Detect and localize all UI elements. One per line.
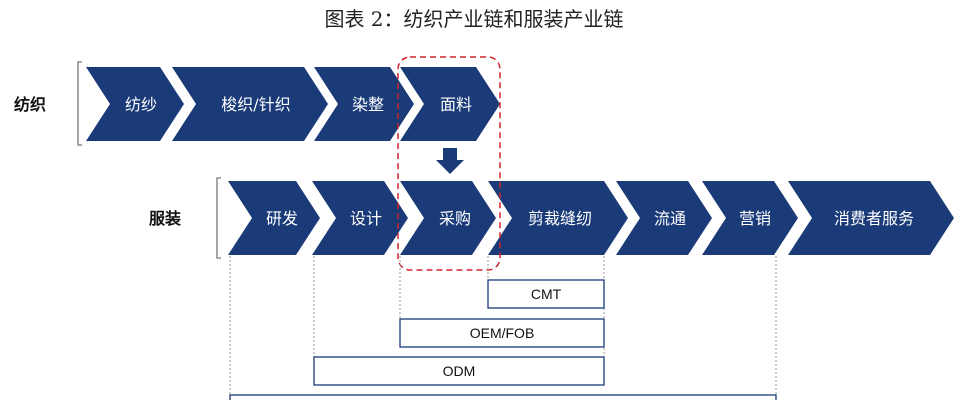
chevron-label: 梭织/针织 <box>221 95 290 114</box>
chevron-apparel-marketing: 营销 <box>702 181 798 255</box>
chevron-apparel-distribution: 流通 <box>616 181 712 255</box>
chevron-textile-dyeing: 染整 <box>314 67 414 141</box>
row-label-textile: 纺织 <box>14 95 46 114</box>
mode-label: OEM/FOB <box>470 325 535 341</box>
mode-box-cmt: CMT <box>487 279 605 309</box>
chevron-label: 纺纱 <box>125 95 157 114</box>
chevron-label: 剪裁缝纫 <box>528 209 592 228</box>
chevron-apparel-cutting-sewing: 剪裁缝纫 <box>488 181 628 255</box>
chevron-label: 流通 <box>654 209 686 228</box>
diagram-title: 图表 2：纺织产业链和服装产业链 <box>324 7 623 31</box>
row-bracket-textile <box>77 61 82 146</box>
chevron-label: 采购 <box>439 209 471 228</box>
chevron-apparel-procurement: 采购 <box>400 181 496 255</box>
mode-label: CMT <box>531 286 562 302</box>
mode-box-oem-fob: OEM/FOB <box>399 318 605 348</box>
chevron-textile-fabric: 面料 <box>400 67 500 141</box>
chevron-label: 设计 <box>350 209 382 228</box>
chevron-label: 研发 <box>266 209 298 228</box>
chevron-apparel-consumer-service: 消费者服务 <box>788 181 954 255</box>
chevron-label: 营销 <box>739 209 771 228</box>
down-arrow-icon <box>436 148 464 174</box>
mode-box-partial <box>229 394 777 400</box>
chevron-label: 染整 <box>352 95 384 114</box>
chevron-apparel-rnd: 研发 <box>228 181 320 255</box>
chevron-label: 消费者服务 <box>834 209 914 228</box>
mode-label: ODM <box>443 363 476 379</box>
highlight-frame <box>397 56 501 271</box>
chevron-apparel-design: 设计 <box>312 181 408 255</box>
mode-box-odm: ODM <box>313 356 605 386</box>
chevron-textile-weaving: 梭织/针织 <box>172 67 328 141</box>
row-bracket-apparel <box>216 177 221 259</box>
chevron-textile-spinning: 纺纱 <box>86 67 184 141</box>
chevron-label: 面料 <box>440 95 472 114</box>
row-label-apparel: 服装 <box>149 209 181 228</box>
